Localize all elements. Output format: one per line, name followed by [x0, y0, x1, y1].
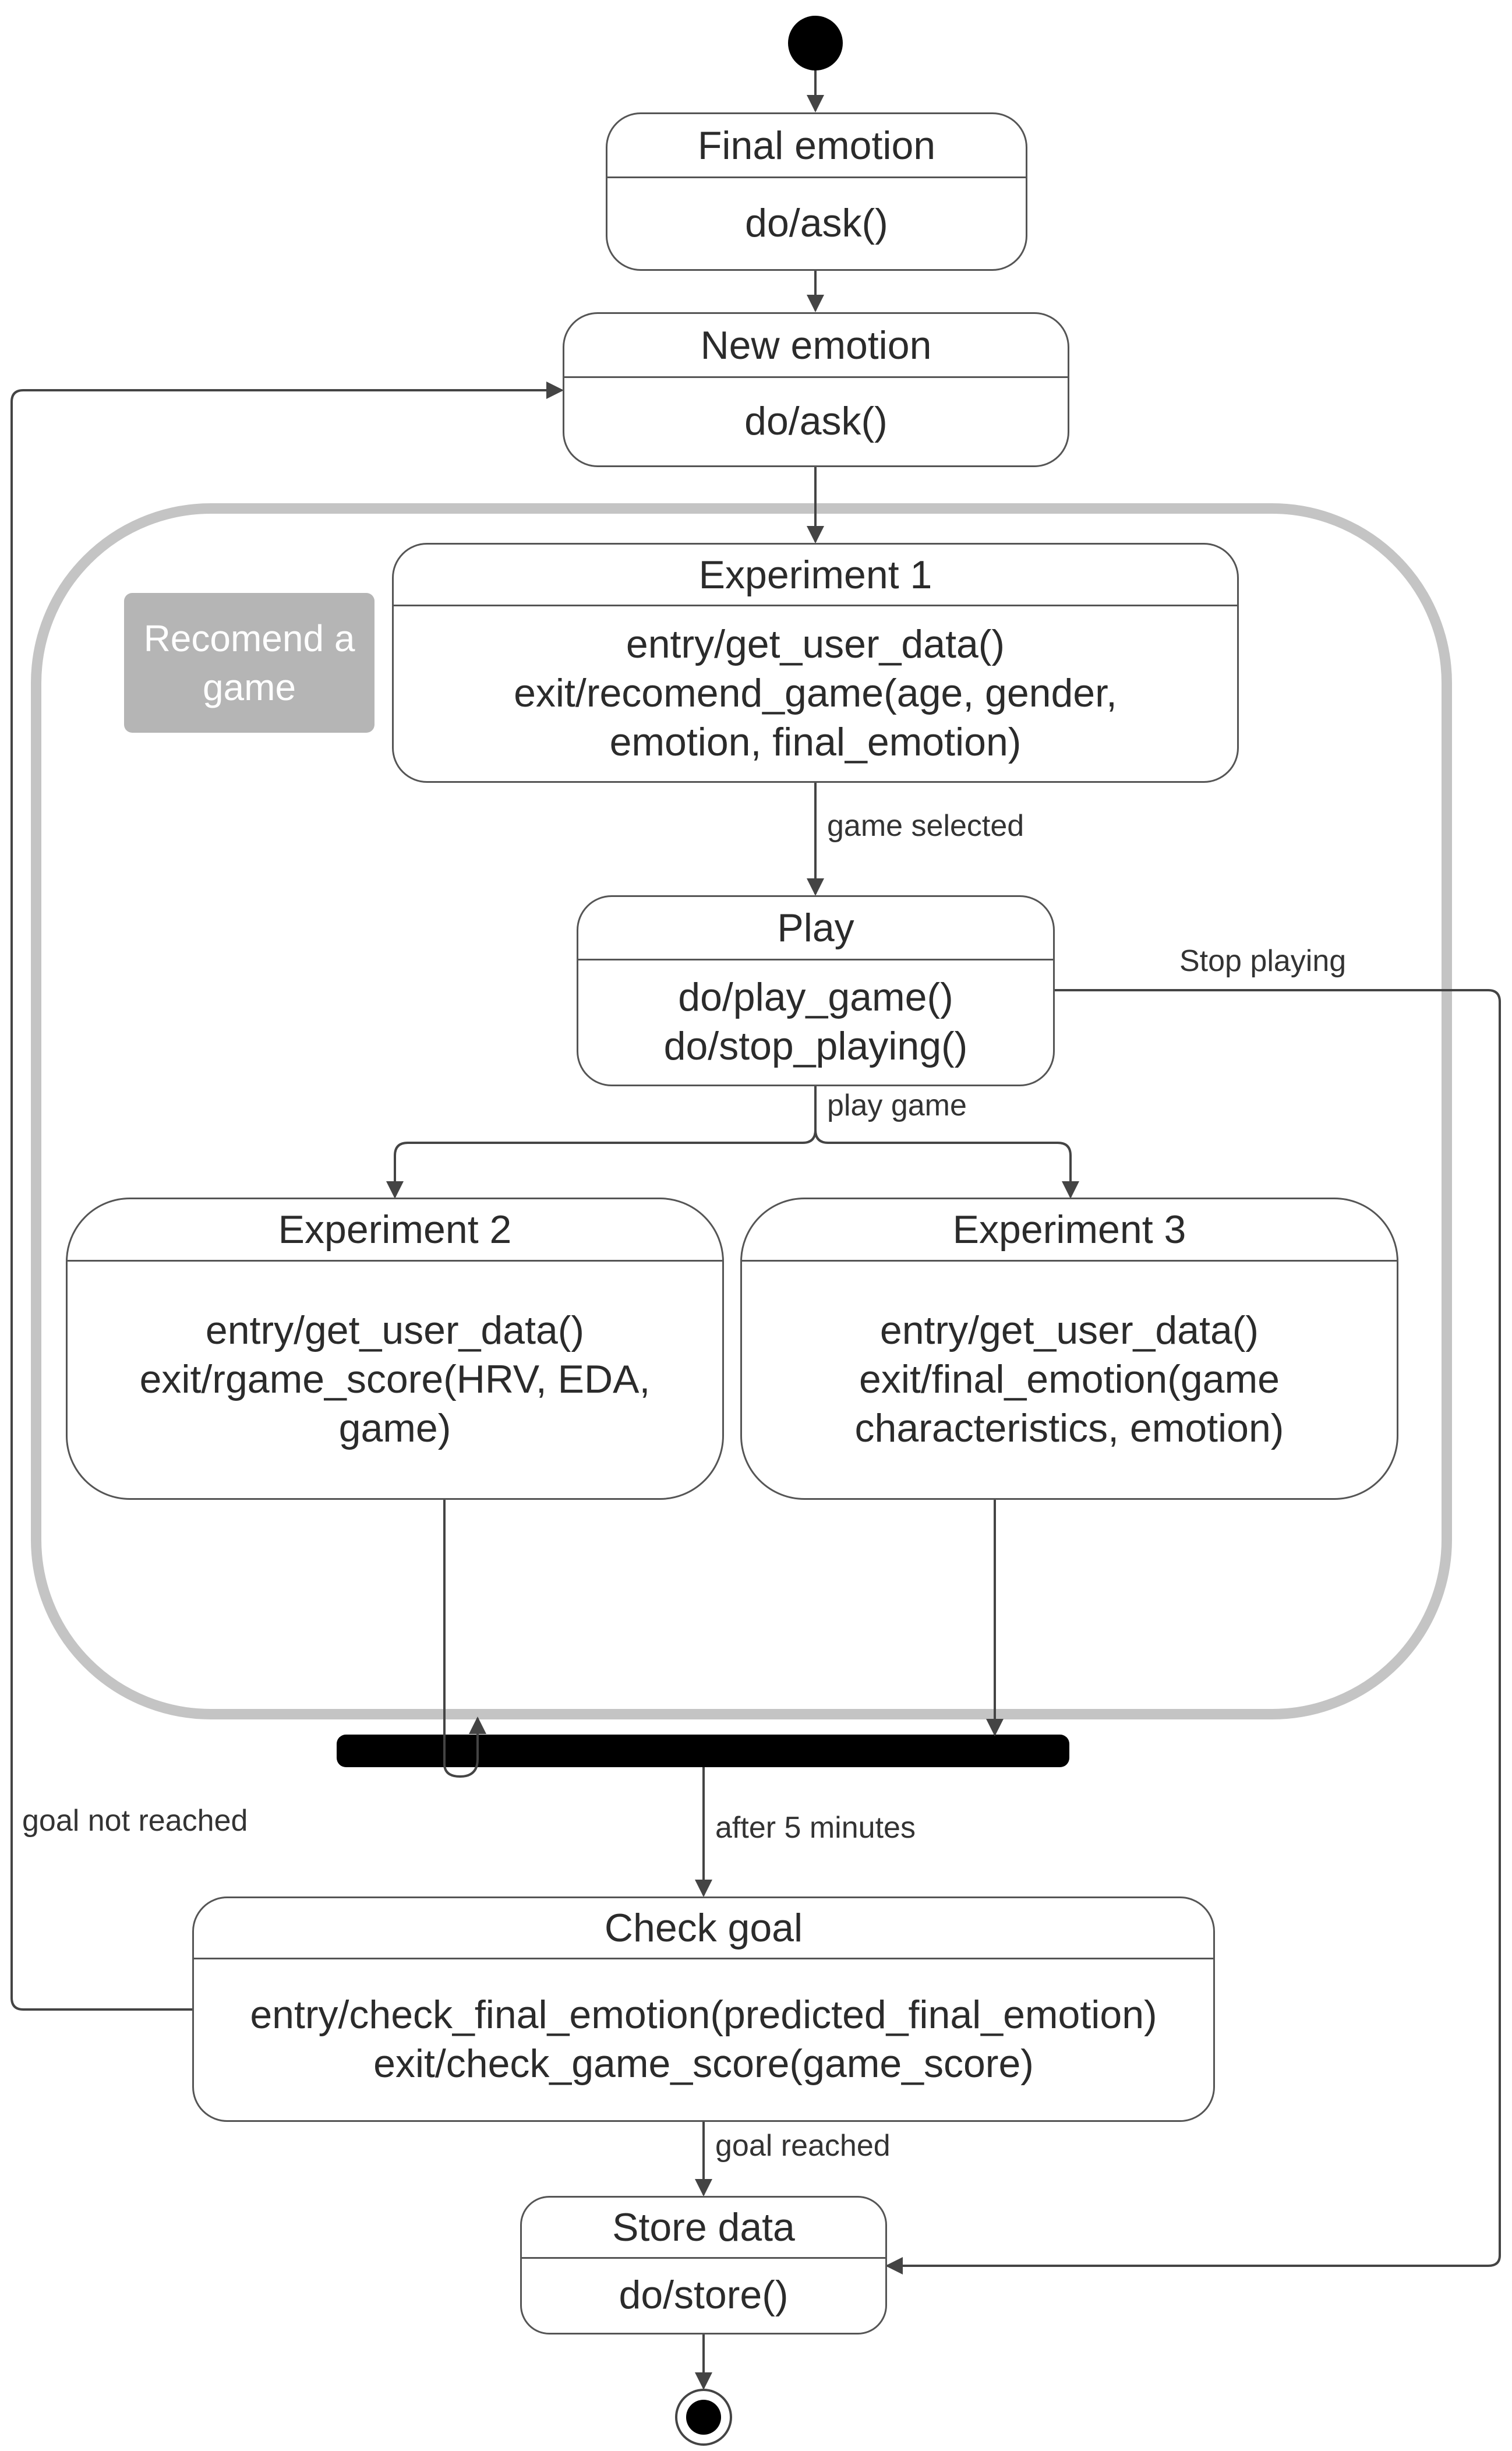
state-check-goal: Check goal entry/check_final_emotion(pre… [192, 1896, 1215, 2122]
action-line: do/store() [619, 2273, 789, 2317]
state-experiment-2: Experiment 2 entry/get_user_data() exit/… [66, 1198, 724, 1500]
action-line: exit/check_game_score(game_score) [373, 2041, 1034, 2086]
action-line: exit/recomend_game(age, gender, [514, 670, 1117, 715]
state-play: Play do/play_game() do/stop_playing() [577, 895, 1055, 1086]
label-stop-playing: Stop playing [1179, 944, 1347, 978]
state-check-goal-actions: entry/check_final_emotion(predicted_fina… [194, 1958, 1213, 2120]
arrow-stop-playing [885, 989, 1501, 2275]
join-bar [337, 1735, 1069, 1767]
initial-node [788, 16, 843, 70]
state-experiment-3-actions: entry/get_user_data() exit/final_emotion… [742, 1260, 1397, 1498]
composite-state-border [31, 503, 1452, 1719]
state-play-title: Play [578, 897, 1053, 960]
state-store-data-title: Store data [522, 2198, 885, 2259]
state-experiment-1: Experiment 1 entry/get_user_data() exit/… [392, 543, 1239, 783]
state-final-emotion: Final emotion do/ask() [606, 112, 1027, 271]
action-line: exit/final_emotion(game [859, 1357, 1280, 1401]
arrow-experiment2-to-join [443, 1500, 486, 1778]
action-line: entry/get_user_data() [626, 621, 1005, 666]
state-new-emotion-actions: do/ask() [564, 376, 1068, 465]
arrow-goal-not-reached [10, 382, 564, 2011]
state-experiment-3-title: Experiment 3 [742, 1199, 1397, 1262]
arrow-play-game-branch [386, 1086, 817, 1199]
label-after-5-minutes: after 5 minutes [715, 1811, 916, 1845]
state-check-goal-title: Check goal [194, 1898, 1213, 1959]
action-line: entry/get_user_data() [879, 1308, 1259, 1352]
state-experiment-1-actions: entry/get_user_data() exit/recomend_game… [394, 605, 1237, 781]
label-goal-reached: goal reached [715, 2129, 891, 2163]
action-line: characteristics, emotion) [854, 1405, 1284, 1450]
state-final-emotion-title: Final emotion [607, 114, 1026, 178]
state-store-data: Store data do/store() [520, 2196, 887, 2335]
label-goal-not-reached: goal not reached [22, 1804, 248, 1838]
action-line: do/ask() [744, 398, 888, 443]
state-new-emotion: New emotion do/ask() [563, 312, 1069, 467]
action-line: do/play_game() [678, 975, 953, 1019]
state-experiment-2-actions: entry/get_user_data() exit/rgame_score(H… [68, 1260, 722, 1498]
state-experiment-2-title: Experiment 2 [68, 1199, 722, 1262]
label-game-selected: game selected [827, 809, 1025, 843]
state-experiment-3: Experiment 3 entry/get_user_data() exit/… [740, 1198, 1398, 1500]
state-store-data-actions: do/store() [522, 2257, 885, 2333]
note-line-1: Recomend a [143, 617, 355, 659]
state-play-actions: do/play_game() do/stop_playing() [578, 959, 1053, 1085]
final-node-inner [686, 2400, 721, 2435]
note-line-2: game [202, 666, 296, 708]
state-new-emotion-title: New emotion [564, 314, 1068, 378]
arrow-play-game-branch-right [814, 1129, 1079, 1199]
state-final-emotion-actions: do/ask() [607, 176, 1026, 269]
recomend-a-game-note: Recomend a game [124, 593, 375, 733]
action-line: entry/check_final_emotion(predicted_fina… [250, 1992, 1157, 2037]
action-line: do/ask() [745, 200, 888, 245]
label-play-game: play game [827, 1089, 967, 1122]
action-line: exit/rgame_score(HRV, EDA, [139, 1357, 651, 1401]
action-line: do/stop_playing() [663, 1024, 968, 1068]
action-line: game) [338, 1405, 451, 1450]
action-line: entry/get_user_data() [205, 1308, 585, 1352]
action-line: emotion, final_emotion) [609, 719, 1022, 764]
state-experiment-1-title: Experiment 1 [394, 545, 1237, 606]
